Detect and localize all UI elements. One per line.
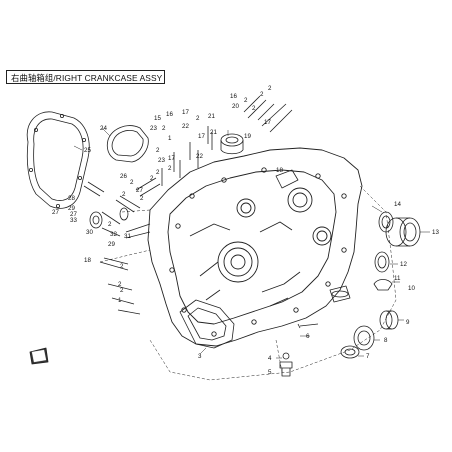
retainer-11	[373, 279, 393, 291]
callout-17d: 17	[168, 155, 175, 162]
bearing-cap	[220, 133, 244, 155]
bushing-part	[329, 285, 351, 303]
callout-2m: 2	[122, 191, 126, 198]
callout-2i: 2	[156, 169, 160, 176]
callout-25: 25	[84, 147, 91, 154]
callout-29b: 29	[108, 241, 115, 248]
callout-32: 32	[110, 231, 117, 238]
callout-28: 28	[68, 195, 75, 202]
callout-2j: 2	[150, 175, 154, 182]
callout-17: 17	[182, 109, 189, 116]
callout-23b: 23	[158, 157, 165, 164]
callout-2q: 2	[120, 287, 124, 294]
callout-2l: 2	[140, 195, 144, 202]
callout-5: 5	[268, 369, 272, 376]
callout-14: 14	[394, 201, 401, 208]
callout-10: 10	[408, 285, 415, 292]
callout-6: 6	[306, 333, 310, 340]
front-direction-arrow-icon	[29, 347, 49, 365]
callout-7: 7	[366, 353, 370, 360]
callout-18b: 18	[276, 167, 283, 174]
callout-2k: 2	[130, 179, 134, 186]
crankcase-lower-sump	[179, 299, 235, 349]
callout-2c: 2	[244, 97, 248, 104]
seal-12	[374, 251, 390, 273]
callout-12: 12	[400, 261, 407, 268]
bolt-6	[297, 323, 319, 329]
oil-seal-9	[379, 310, 399, 330]
seal-8	[353, 325, 375, 351]
seal-right-upper	[378, 211, 394, 233]
callout-2: 2	[196, 115, 200, 122]
right-crankcase-housing	[147, 147, 363, 347]
callout-2g: 2	[156, 147, 160, 154]
callout-26: 26	[120, 173, 127, 180]
callout-11: 11	[394, 275, 401, 282]
callout-30: 30	[86, 229, 93, 236]
callout-16: 16	[166, 111, 173, 118]
callout-1b: 1	[118, 297, 122, 304]
callout-16b: 16	[230, 93, 237, 100]
callout-19: 19	[244, 133, 251, 140]
diagram-title-box: 右曲轴箱组/RIGHT CRANKCASE ASSY	[6, 70, 165, 84]
drain-plug	[279, 352, 293, 377]
callout-2e: 2	[268, 85, 272, 92]
callout-2o: 2	[120, 263, 124, 270]
callout-2p: 2	[118, 281, 122, 288]
callout-2f: 2	[252, 105, 256, 112]
callout-33: 33	[70, 217, 77, 224]
callout-4: 4	[268, 355, 272, 362]
left-side-small-parts	[83, 177, 161, 315]
callout-21: 21	[208, 113, 215, 120]
callout-2b: 2	[162, 125, 166, 132]
callout-18: 18	[84, 257, 91, 264]
diagram-title: 右曲轴箱组/RIGHT CRANKCASE ASSY	[11, 73, 163, 83]
gasket-small	[106, 125, 149, 163]
bearing-large-right	[385, 217, 421, 247]
seal-7	[340, 345, 360, 359]
callout-17b: 17	[198, 133, 205, 140]
callout-2n: 2	[108, 221, 112, 228]
stud-bolts-top	[161, 95, 293, 186]
gasket-cover-left	[26, 111, 90, 209]
callout-2d: 2	[260, 91, 264, 98]
leader-lines	[73, 127, 430, 359]
callout-15: 15	[154, 115, 161, 122]
callout-20: 20	[232, 103, 239, 110]
callout-22b: 22	[196, 153, 203, 160]
callout-29: 29	[68, 205, 75, 212]
callout-1: 1	[168, 135, 172, 142]
callout-8: 8	[384, 337, 388, 344]
callout-27: 27	[136, 187, 143, 194]
callout-2h: 2	[168, 165, 172, 172]
callout-17c: 17	[264, 119, 271, 126]
callout-22: 22	[182, 123, 189, 130]
callout-9: 9	[406, 319, 410, 326]
callout-21b: 21	[210, 129, 217, 136]
callout-31: 31	[124, 233, 131, 240]
callout-27b: 27	[52, 209, 59, 216]
callout-13: 13	[432, 229, 439, 236]
callout-24: 24	[100, 125, 107, 132]
callout-27c: 27	[70, 211, 77, 218]
callout-23: 23	[150, 125, 157, 132]
bracket-18	[275, 169, 299, 189]
part-callouts: 25 24 15 16 17 2 21 23 2 1 22 17 21 16 2…	[52, 85, 439, 376]
callout-3: 3	[198, 353, 202, 360]
assembly-lines	[99, 185, 397, 381]
